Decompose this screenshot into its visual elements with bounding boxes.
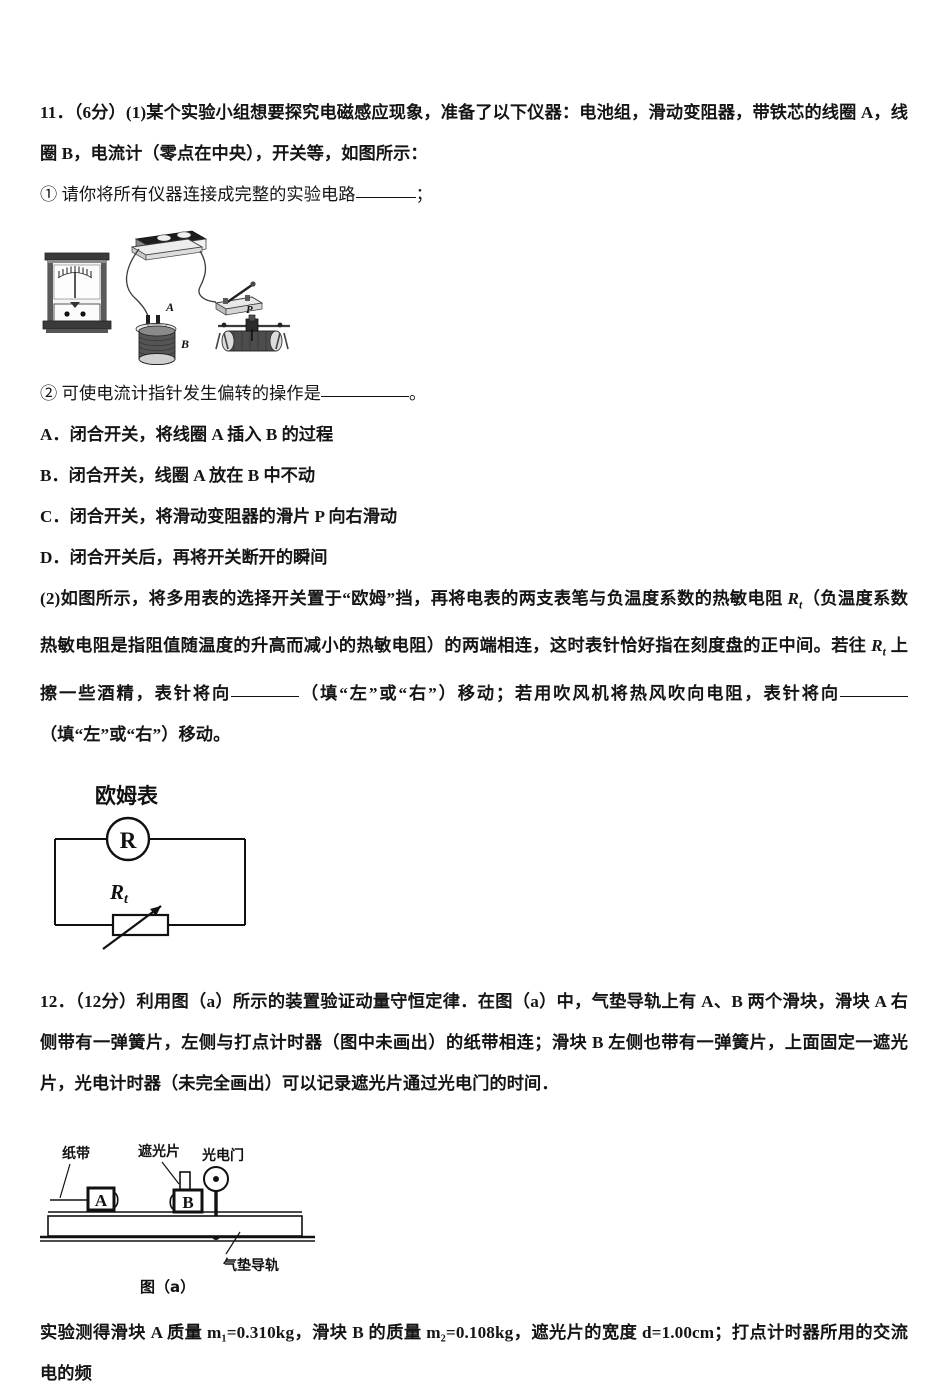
q11-sub-question-1: ① 请你将所有仪器连接成完整的实验电路 ； (40, 174, 908, 215)
figure-apparatus-wrapper: A B (40, 221, 908, 369)
q11-part2-b: （负温度系数热敏电阻是指阻值随温度的升高而减小的热敏电阻）的两端相连，这时表针恰… (40, 589, 908, 656)
ohmmeter-thermistor-circuit-figure: 欧姆表 R (54, 784, 246, 950)
coil-a-label: A (165, 300, 174, 314)
sliding-rheostat-icon: P (215, 304, 290, 352)
q11-option-a[interactable]: A．闭合开关，将线圈 A 插入 B 的过程 (40, 425, 334, 444)
q11-part2-c: 上擦一些酒精，表针将向 (40, 636, 908, 703)
q11-part2-rt-symbol: R (787, 589, 800, 608)
answer-blank-2[interactable] (321, 396, 409, 397)
ohmmeter-symbol-circle (105, 816, 151, 862)
q11-sub1-text: ① 请你将所有仪器连接成完整的实验电路 (40, 185, 356, 204)
figure-caption: 图（a） (140, 1278, 195, 1296)
slider-b-spring-plate (169, 1193, 175, 1211)
battery-pack-icon (130, 230, 208, 261)
q11-part2-f: “右”）移动。 (126, 724, 231, 744)
thermistor-symbol-box (111, 913, 170, 936)
shade-leader-line (161, 1161, 180, 1185)
answer-blank-1[interactable] (355, 197, 416, 198)
coil-assembly-icon: A B (135, 300, 189, 365)
slider-a-spring-plate (113, 1191, 119, 1209)
electromagnetic-induction-apparatus-figure: A B (42, 230, 290, 365)
shade-plate-label: 遮光片 (138, 1143, 180, 1160)
variable-resistor-arrow-line (102, 904, 162, 950)
answer-blank-4[interactable] (839, 695, 908, 697)
air-track-momentum-apparatus-figure: 纸带 遮光片 光电门 A (40, 1143, 315, 1296)
slider-b-label: B (182, 1193, 193, 1212)
slider-b: B (169, 1188, 204, 1214)
thermistor-label: Rt (109, 880, 129, 907)
q11-sub2-end: 。 (409, 384, 427, 403)
q11-option-b[interactable]: B．闭合开关，线圈 A 放在 B 中不动 (40, 466, 316, 485)
ohmmeter-title: 欧姆表 (95, 784, 159, 808)
rheostat-slider-label: P (246, 304, 253, 316)
figure-ohmmeter-wrapper: 欧姆表 R (40, 777, 908, 967)
air-track-body (47, 1215, 303, 1237)
connecting-wires (125, 248, 217, 322)
q11-option-d[interactable]: D．闭合开关后，再将开关断开的瞬间 (40, 548, 328, 567)
tape-leader-line (59, 1163, 71, 1199)
q11-part2-a: (2)如图所示，将多用表的选择开关置于“欧姆”挡，再将电表的两支表笔与负温度系数… (40, 589, 788, 608)
q11-part2-rt-subscript-2: t (882, 645, 887, 659)
q11-part2-d: （填“左”或“右”）移动；若用吹风机将热风吹向电阻，表针将向 (299, 683, 840, 703)
q11-part2-e: （填“左”或 (40, 724, 127, 744)
coil-b-label: B (180, 337, 189, 351)
q11-stem-line1: 11．（6分）(1)某个实验小组想要探究电磁感应现象，准备了以下仪器：电池组，滑… (40, 103, 908, 163)
q11-sub2-text: ② 可使电流计指针发生偏转的操作是 (40, 384, 321, 403)
q11-sub-question-2: ② 可使电流计指针发生偏转的操作是 。 (40, 373, 908, 414)
slider-a-label: A (95, 1191, 108, 1210)
document-page: 11．（6分）(1)某个实验小组想要探究电磁感应现象，准备了以下仪器：电池组，滑… (40, 103, 908, 1383)
track-leader-line (225, 1231, 241, 1255)
photogate-label: 光电门 (201, 1147, 244, 1164)
q11-option-c[interactable]: C．闭合开关，将滑动变阻器的滑片 P 向右滑动 (40, 507, 398, 526)
ohmmeter-symbol-letter: R (120, 828, 137, 853)
air-track-label: 气垫导轨 (222, 1257, 279, 1274)
tape-label: 纸带 (62, 1145, 90, 1162)
q11-part2-text: (2)如图所示，将多用表的选择开关置于“欧姆”挡，再将电表的两支表笔与负温度系数… (40, 578, 908, 755)
galvanometer-icon (42, 252, 112, 333)
q11-part2-rt-subscript: t (799, 598, 803, 612)
q11-part2-rt-symbol-2: R (871, 636, 883, 656)
knife-switch-icon (214, 281, 264, 316)
q11-sub1-end: ； (415, 185, 433, 204)
figure-air-track-wrapper: 纸带 遮光片 光电门 A (40, 1132, 908, 1302)
page-content: 11．（6分）(1)某个实验小组想要探究电磁感应现象，准备了以下仪器：电池组，滑… (40, 92, 908, 1394)
slider-a: A (86, 1186, 119, 1212)
q12-stem: 12．（12分）利用图（a）所示的装置验证动量守恒定律．在图（a）中，气垫导轨上… (40, 991, 908, 1093)
variable-resistor-arrowhead (150, 905, 161, 916)
answer-blank-3[interactable] (231, 695, 300, 697)
q12-data-line: 实验测得滑块 A 质量 m₁=0.310kg，滑块 B 的质量 m₂=0.108… (40, 1322, 908, 1383)
